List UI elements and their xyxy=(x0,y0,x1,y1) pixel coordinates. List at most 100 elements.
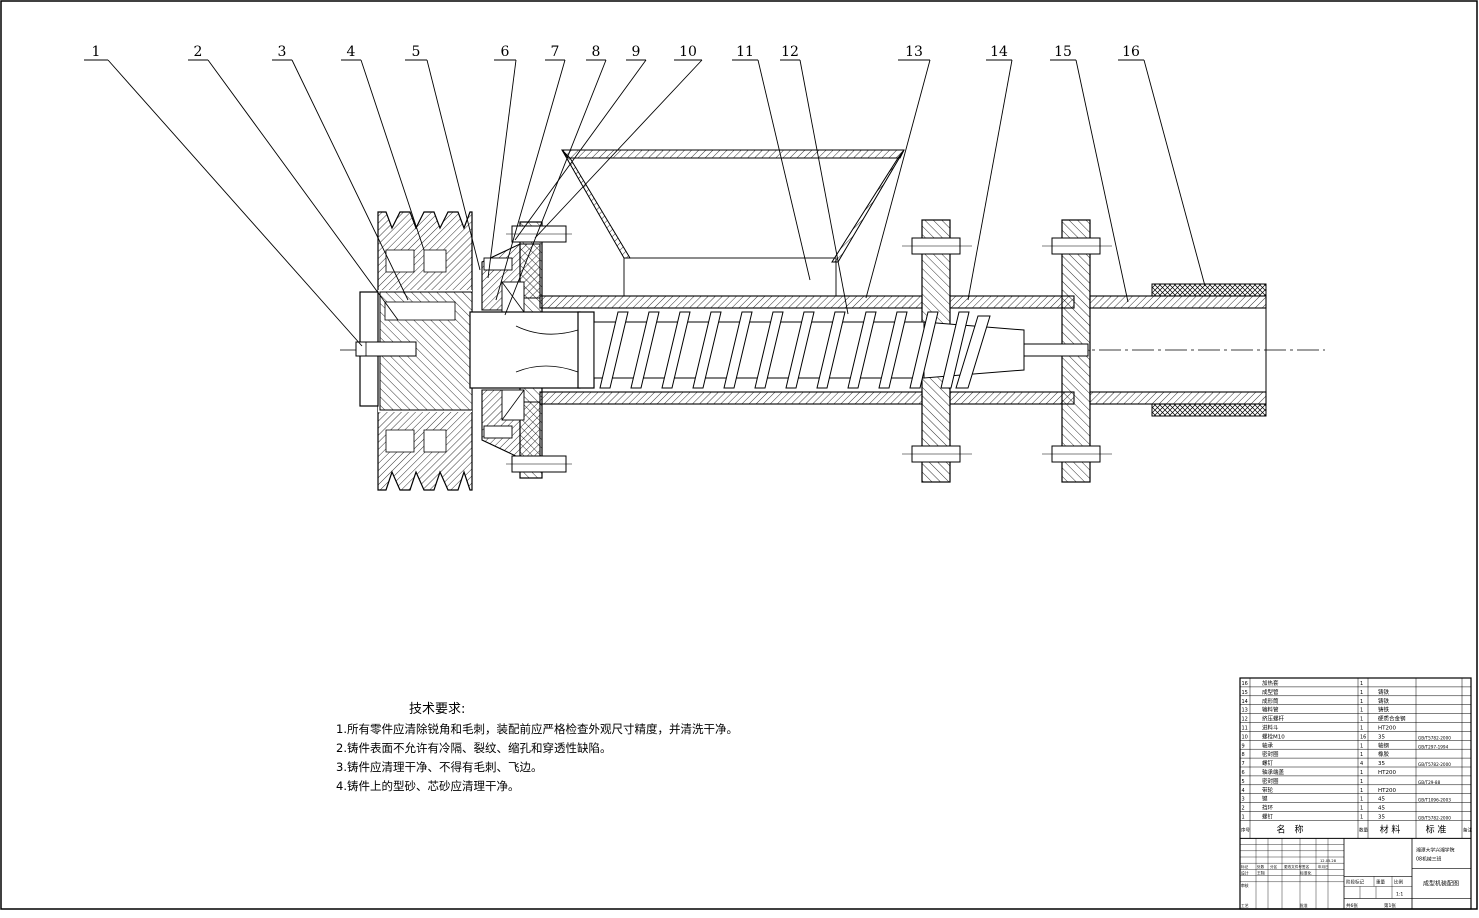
bom-header-note: 备注 xyxy=(1463,826,1472,833)
drive-shaft xyxy=(469,311,581,389)
screw-flight xyxy=(630,311,660,389)
leader-line xyxy=(865,59,931,299)
screw-flight xyxy=(599,311,629,389)
technical-requirements: 技术要求: 1.所有零件应清除锐角和毛刺，装配前应严格检查外观尺寸精度，并清洗干… xyxy=(336,700,756,796)
bom-item-no: 6 xyxy=(1242,770,1245,776)
bom-item-name: 螺钉 xyxy=(1262,759,1274,767)
revision-label: 更改文件号 xyxy=(1284,864,1302,869)
scale-value: 1:1 xyxy=(1396,891,1403,897)
bom-header-standard: 标 准 xyxy=(1426,823,1447,835)
bom-header-no: 序号 xyxy=(1241,826,1250,833)
bom-item-name: 加热套 xyxy=(1262,679,1279,687)
balloon-number: 16 xyxy=(1122,44,1140,60)
bom-item-no: 3 xyxy=(1242,797,1245,803)
process-label: 工艺 xyxy=(1241,903,1249,908)
balloon-number: 2 xyxy=(194,44,203,60)
revision-label: 年月日 xyxy=(1318,864,1329,869)
leader-line xyxy=(1075,59,1129,303)
bom-item-name: 挤压螺杆 xyxy=(1262,715,1285,723)
bom-item-standard: GB/T5782-2000 xyxy=(1418,762,1451,767)
bom-item-name: 螺钉 xyxy=(1262,813,1274,821)
bom-item-name: 螺栓M10 xyxy=(1262,732,1285,740)
class-name: 08机械三班 xyxy=(1416,855,1441,862)
revision-label: 签名 xyxy=(1302,864,1310,869)
bom-item-no: 16 xyxy=(1242,681,1248,687)
pulley-assembly xyxy=(355,211,473,491)
bom-item-no: 5 xyxy=(1242,779,1245,785)
bom-item-name: 轴承端盖 xyxy=(1262,768,1285,776)
screw-flight xyxy=(754,311,784,389)
balloon-number: 3 xyxy=(278,44,287,60)
bom-item-qty: 1 xyxy=(1360,717,1363,723)
bom-header-qty: 数量 xyxy=(1359,826,1368,833)
bom-item-no: 13 xyxy=(1242,708,1248,714)
bom-item-name: 成形筒 xyxy=(1262,697,1279,705)
bom-header-name: 名 称 xyxy=(1276,823,1303,835)
leader-line xyxy=(534,59,703,239)
tech-req-line: 3.铸件应清理干净、不得有毛刺、飞边。 xyxy=(336,760,543,774)
bom-item-no: 15 xyxy=(1242,690,1248,696)
bom-item-material: 轴钢 xyxy=(1378,741,1390,749)
bom-item-qty: 1 xyxy=(1360,815,1363,821)
sheet-number: 第1张 xyxy=(1384,902,1396,909)
bom-item-qty: 16 xyxy=(1360,734,1366,740)
leader-line xyxy=(360,59,425,251)
bom-item-name: 进料斗 xyxy=(1262,724,1279,732)
balloon-number: 12 xyxy=(781,44,799,60)
bom-item-no: 11 xyxy=(1242,726,1248,732)
approve-label: 批准 xyxy=(1300,903,1308,908)
revision-label: 标记 xyxy=(1241,864,1249,869)
sheets-total: 共6张 xyxy=(1346,902,1358,909)
standardize-label: 标准化 xyxy=(1300,870,1312,875)
bom-item-material: 硬质合金钢 xyxy=(1378,715,1406,723)
balloon-number: 9 xyxy=(632,44,641,60)
tech-req-title: 技术要求: xyxy=(409,702,466,717)
balloon-number: 15 xyxy=(1054,44,1072,60)
bom-item-material: 铸铁 xyxy=(1378,697,1390,705)
bom-item-qty: 1 xyxy=(1360,681,1363,687)
bom-item-name: 成型管 xyxy=(1262,688,1279,696)
bom-item-qty: 1 xyxy=(1360,699,1363,705)
school-name: 湘潭大学兴湘学院 xyxy=(1416,846,1455,853)
drawing-title: 成型机装配图 xyxy=(1423,879,1459,887)
leader-line xyxy=(207,59,399,321)
weight-label: 重量 xyxy=(1376,878,1385,885)
screw-flight xyxy=(878,311,908,389)
bom-item-material: 铸铁 xyxy=(1378,688,1390,696)
balloon-number: 7 xyxy=(551,44,560,60)
bom-item-qty: 4 xyxy=(1360,761,1363,767)
bom-item-qty: 1 xyxy=(1360,743,1363,749)
scale-label: 比例 xyxy=(1394,878,1403,885)
bom-header-material: 材 料 xyxy=(1380,823,1401,835)
bom-item-qty: 1 xyxy=(1360,690,1363,696)
review-label: 审核 xyxy=(1241,883,1249,888)
bom-item-material: 35 xyxy=(1378,815,1385,821)
screw-flight xyxy=(955,315,991,389)
screw-flight xyxy=(847,311,877,389)
leader-line xyxy=(1143,59,1206,287)
balloon-number: 8 xyxy=(592,44,601,60)
design-label: 设计 xyxy=(1241,870,1249,875)
screw-flight xyxy=(723,311,753,389)
balloon-number: 10 xyxy=(679,44,697,60)
bom-item-material: 45 xyxy=(1378,797,1385,803)
bom-item-no: 12 xyxy=(1242,717,1248,723)
bom-item-material: 45 xyxy=(1378,806,1385,812)
bom-item-no: 9 xyxy=(1242,743,1245,749)
bom-item-qty: 1 xyxy=(1360,770,1363,776)
bom-item-standard: GB/T5782-2000 xyxy=(1418,735,1451,740)
bom-item-no: 4 xyxy=(1242,788,1245,794)
leader-line xyxy=(514,59,647,241)
bom-item-name: 带轮 xyxy=(1262,786,1274,794)
bom-item-name: 键 xyxy=(1262,795,1268,803)
tech-req-line: 4.铸件上的型砂、芯砂应清理干净。 xyxy=(336,779,520,793)
screw-flight xyxy=(940,311,970,389)
screw-flight xyxy=(909,311,939,389)
bom-item-material: HT200 xyxy=(1378,788,1396,794)
leader-line xyxy=(291,59,409,301)
hopper xyxy=(561,149,905,297)
bom-item-qty: 1 xyxy=(1360,806,1363,812)
stage-mark-label: 阶段标记 xyxy=(1346,878,1364,885)
balloon-number: 1 xyxy=(92,44,101,60)
